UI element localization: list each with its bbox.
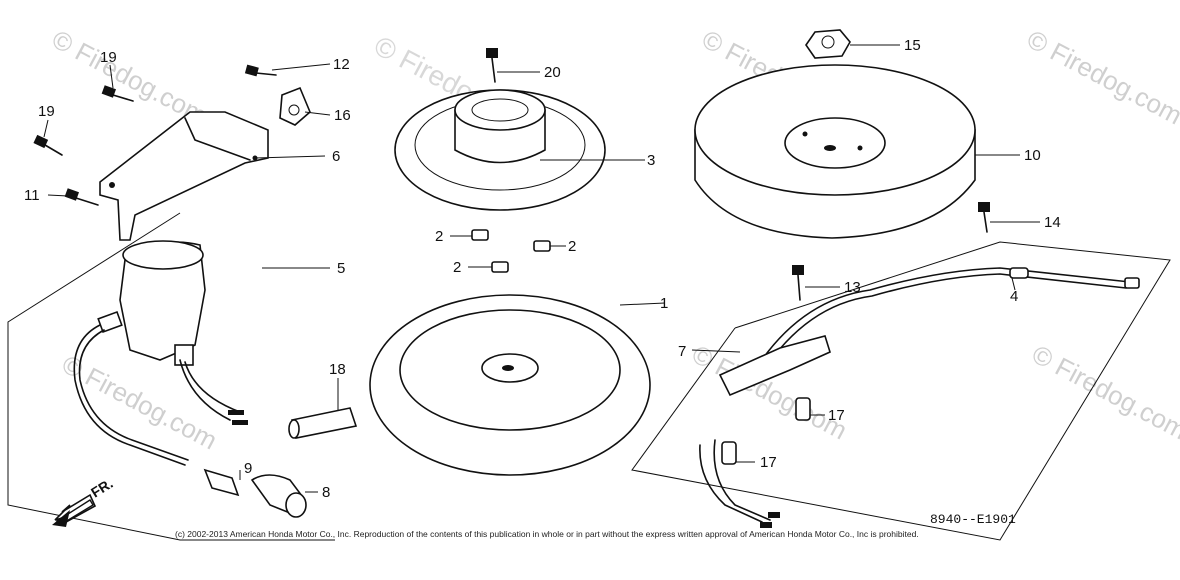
tube-part <box>795 397 811 421</box>
callout-19: 19 <box>100 49 117 66</box>
clip-part <box>279 86 311 126</box>
diagram-code: 8940--E1901 <box>930 512 1016 527</box>
callout-14: 14 <box>1044 214 1061 231</box>
callout-2: 2 <box>568 238 576 255</box>
callout-3: 3 <box>647 152 655 169</box>
bolt-part <box>101 85 134 102</box>
callout-11: 11 <box>24 187 40 204</box>
callout-10: 10 <box>1024 147 1041 164</box>
bolt-part <box>792 265 804 301</box>
callout-7: 7 <box>678 343 686 360</box>
callout-17: 17 <box>760 454 777 471</box>
callout-4: 4 <box>1010 288 1018 305</box>
flywheel-nut-part <box>805 29 851 59</box>
bolt-part <box>978 202 990 233</box>
callout-2: 2 <box>453 259 461 276</box>
callout-labels: 1 2 2 2 3 4 5 6 7 8 9 10 11 12 13 14 15 … <box>24 37 1061 501</box>
collar-part <box>533 240 551 252</box>
connector-part <box>1009 267 1140 289</box>
callout-12: 12 <box>333 56 350 73</box>
bracket-part <box>99 111 269 241</box>
bolt-part <box>486 48 498 83</box>
callout-6: 6 <box>332 148 340 165</box>
ignition-coil-part <box>73 240 248 466</box>
callout-17: 17 <box>828 407 845 424</box>
direction-arrow-icon <box>52 493 97 527</box>
callout-5: 5 <box>337 260 345 277</box>
callout-2: 2 <box>435 228 443 245</box>
watermark-tile: © Firedog.com <box>1027 339 1180 446</box>
callout-13: 13 <box>844 279 861 296</box>
bolt-part <box>244 64 277 77</box>
tube-part <box>721 441 737 465</box>
callout-20: 20 <box>544 64 561 81</box>
group-outline-ignition-coil <box>7 212 335 541</box>
flywheel-part <box>694 64 976 239</box>
collar-part <box>491 261 509 273</box>
watermark-tile: © Firedog.com <box>1022 24 1180 131</box>
plug-cap-part <box>250 474 307 518</box>
cooling-fan-part <box>369 294 651 476</box>
bolt-part <box>64 188 99 206</box>
callout-19: 19 <box>38 103 55 120</box>
callout-16: 16 <box>334 107 351 124</box>
callout-1: 1 <box>660 295 668 312</box>
starter-pulley-part <box>394 89 606 211</box>
bolt-part <box>33 134 63 156</box>
group-outline-wire-harness <box>631 241 1171 541</box>
tube-part <box>288 407 358 439</box>
callout-18: 18 <box>329 361 346 378</box>
callout-15: 15 <box>904 37 921 54</box>
wire-harness-part <box>699 267 1131 528</box>
collar-part <box>471 229 489 241</box>
callout-8: 8 <box>322 484 330 501</box>
leader-lines <box>43 44 1040 493</box>
copyright-notice: (c) 2002-2013 American Honda Motor Co., … <box>175 529 919 539</box>
callout-9: 9 <box>244 460 252 477</box>
terminal-part <box>203 468 240 497</box>
